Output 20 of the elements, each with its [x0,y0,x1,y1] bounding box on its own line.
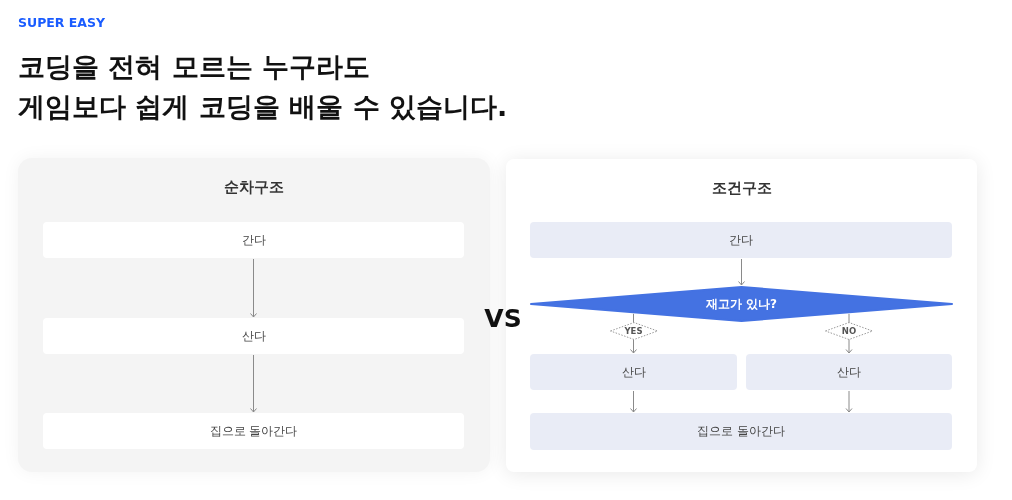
decision-diamond: 재고가 있나? [530,286,953,322]
edge-label: NO [825,322,873,341]
process-box: 간다 [530,222,952,258]
process-box: 집으로 돌아간다 [530,413,952,450]
vs-text: VS [484,303,522,333]
process-box: 산다 [746,354,952,390]
panel-heading: 조건구조 [711,179,772,198]
arrow [630,390,637,413]
process-box: 집으로 돌아간다 [43,413,464,449]
edge-label: YES [609,322,658,341]
arrow [250,258,257,318]
tagline: SUPER EASY [18,15,106,30]
arrow [250,354,257,413]
panel-heading: 순차구조 [224,178,284,197]
process-box: 산다 [43,318,464,354]
process-box: 산다 [530,354,737,390]
heading: 코딩을 전혀 모르는 누구라도 게임보다 쉽게 코딩을 배울 수 있습니다. [18,50,508,124]
process-box: 간다 [43,222,464,258]
arrow [738,258,745,286]
arrow [845,390,853,413]
